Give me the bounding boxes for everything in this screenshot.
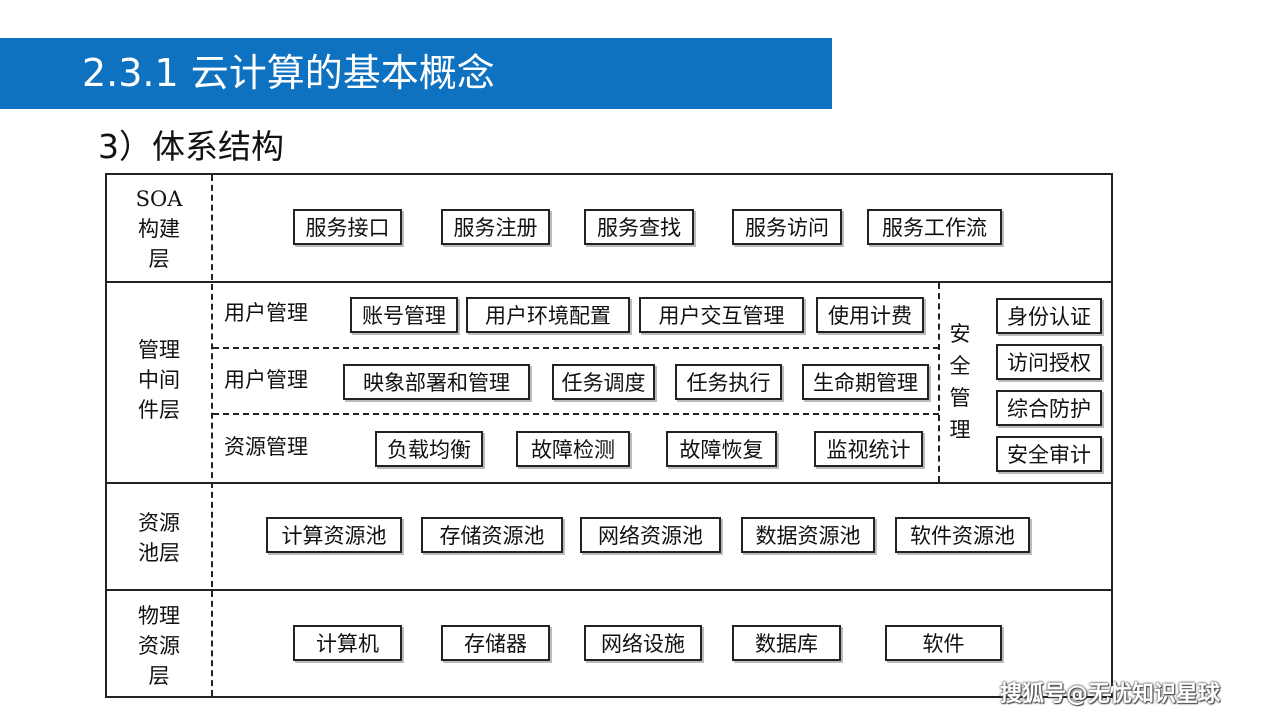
layer-label-middleware: 管理 中间 件层: [138, 338, 180, 422]
middleware-item-box: 任务调度: [552, 364, 655, 400]
layer-divider: [105, 589, 1113, 591]
pool-item-box: 数据资源池: [741, 517, 875, 553]
pool-item-box: 软件资源池: [895, 517, 1030, 553]
physical-item-box: 计算机: [293, 625, 402, 661]
page-title: 2.3.1 云计算的基本概念: [82, 51, 495, 95]
middleware-item-box: 账号管理: [350, 297, 458, 333]
watermark: 搜狐号@无忧知识星球: [1000, 682, 1221, 707]
security-management-label: 安 全 管 理: [949, 322, 971, 442]
soa-item-box: 服务接口: [293, 209, 402, 245]
architecture-frame: [105, 173, 1113, 698]
pool-item-box: 计算资源池: [266, 517, 402, 553]
layer-divider: [105, 482, 1113, 484]
security-item-box: 综合防护: [996, 390, 1102, 426]
middleware-item-box: 负载均衡: [375, 431, 483, 467]
layer-label-soa: SOA 构建 层: [135, 187, 183, 271]
title-banner: 2.3.1 云计算的基本概念: [0, 38, 832, 109]
middleware-row-divider: [213, 413, 939, 415]
middleware-item-box: 生命期管理: [802, 364, 929, 400]
middleware-row-label: 资源管理: [224, 435, 308, 459]
security-column-divider: [938, 283, 940, 482]
soa-item-box: 服务注册: [441, 209, 550, 245]
middleware-item-box: 监视统计: [814, 431, 923, 467]
pool-item-box: 网络资源池: [580, 517, 721, 553]
middleware-row-label: 用户管理: [224, 368, 308, 392]
middleware-item-box: 用户交互管理: [639, 297, 804, 333]
soa-item-box: 服务访问: [732, 209, 842, 245]
pool-item-box: 存储资源池: [421, 517, 563, 553]
soa-item-box: 服务查找: [584, 209, 694, 245]
middleware-row-divider: [213, 347, 939, 349]
section-subtitle: 3）体系结构: [98, 127, 284, 166]
layer-label-physical: 物理 资源 层: [138, 604, 180, 688]
security-item-box: 身份认证: [996, 298, 1102, 334]
label-column-divider: [211, 175, 213, 696]
middleware-row-label: 用户管理: [224, 301, 308, 325]
physical-item-box: 网络设施: [584, 625, 702, 661]
middleware-item-box: 故障恢复: [666, 431, 777, 467]
middleware-item-box: 使用计费: [816, 297, 924, 333]
layer-label-pool: 资源 池层: [138, 511, 180, 565]
physical-item-box: 软件: [885, 625, 1002, 661]
security-item-box: 安全审计: [996, 436, 1102, 472]
middleware-item-box: 映象部署和管理: [343, 364, 530, 400]
middleware-item-box: 用户环境配置: [466, 297, 630, 333]
physical-item-box: 存储器: [441, 625, 550, 661]
security-item-box: 访问授权: [996, 344, 1102, 380]
middleware-item-box: 任务执行: [675, 364, 782, 400]
middleware-item-box: 故障检测: [516, 431, 630, 467]
layer-divider: [105, 281, 1113, 283]
physical-item-box: 数据库: [732, 625, 841, 661]
soa-item-box: 服务工作流: [867, 209, 1002, 245]
